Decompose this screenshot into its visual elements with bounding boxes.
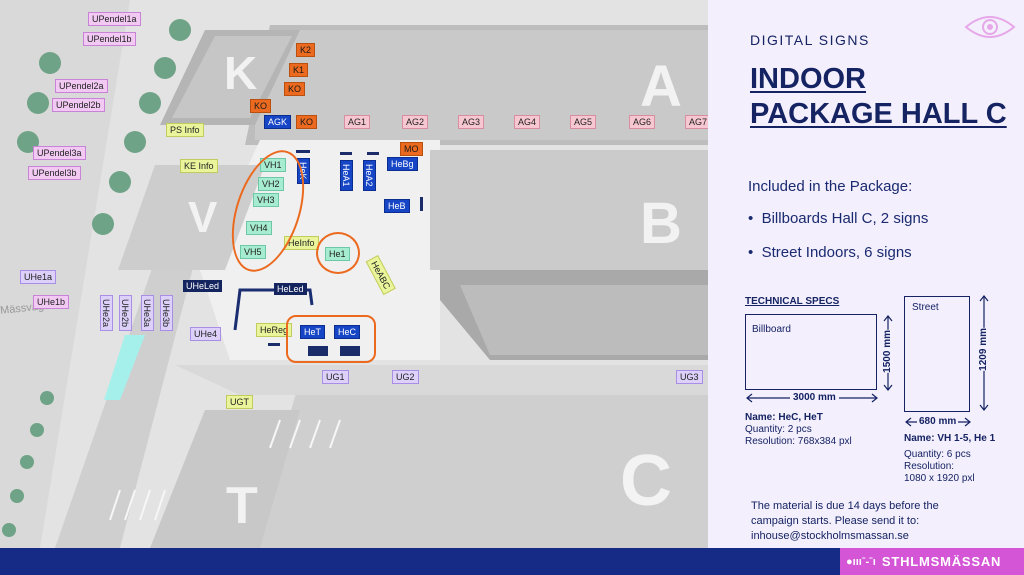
billboard-width: 3000 mm [790,392,839,403]
sign-uhe2a[interactable]: UHe2a [100,295,113,332]
sign-uhe1b[interactable]: UHe1b [33,295,70,309]
bullet-street-text: Street Indoors, 6 signs [761,244,912,261]
highlight-ring-billboards [286,315,376,363]
sign-ps-info[interactable]: PS Info [166,123,204,137]
brand-name: STHLMSMÄSSAN [881,554,1002,569]
included-heading: Included in the Package: [748,178,913,195]
zone-v-letter: V [188,193,218,242]
delivery-note-line1: The material is due 14 days before the [751,500,939,512]
info-panel: DIGITAL SIGNS INDOOR PACKAGE HALL C Incl… [708,0,1024,548]
sign-ag3[interactable]: AG3 [458,115,485,129]
sign-upendel3b[interactable]: UPendel3b [28,166,81,180]
panel-title-line1: INDOOR [750,63,866,95]
sign-ag4[interactable]: AG4 [514,115,541,129]
brand-mark-icon: ●ıııˉ-ˉı [846,555,876,568]
bullet-billboards-text: Billboards Hall C, 2 signs [761,210,929,227]
sign-upendel1a[interactable]: UPendel1a [88,12,141,26]
zone-k-letter: K [224,47,258,99]
sign-upendel2a[interactable]: UPendel2a [55,79,108,93]
brand-logo[interactable]: ●ıııˉ-ˉı STHLMSMÄSSAN [840,548,1024,575]
sign-ke-info[interactable]: KE Info [180,159,218,173]
sign-ug2[interactable]: UG2 [392,370,419,384]
bullet-street: • Street Indoors, 6 signs [748,244,912,261]
sign-hea1[interactable]: HeA1 [340,160,353,191]
sign-vh2[interactable]: VH2 [258,177,284,191]
highlight-ring-he1 [316,232,360,274]
sign-uhe1a[interactable]: UHe1a [20,270,57,284]
billboard-resolution: Resolution: 768x384 pxl [745,436,852,447]
sign-ag7[interactable]: AG7 [685,115,708,129]
street-label: Street [912,302,939,313]
zone-a-letter: A [640,54,682,119]
billboard-diagram [745,314,877,390]
billboard-name: Name: HeC, HeT [745,412,823,423]
sign-hek[interactable]: HeK [297,158,310,184]
sign-ug3[interactable]: UG3 [676,370,703,384]
sign-ugt[interactable]: UGT [226,395,253,409]
panel-title-line2: PACKAGE HALL C [750,98,1007,130]
sign-hebg[interactable]: HeBg [387,157,418,171]
street-height: 1209 mm [978,328,989,371]
street-resolution-value: 1080 x 1920 pxl [904,473,975,484]
venue-map: K V A B C T Mässvägen UPendel1a UPendel1… [0,0,708,548]
street-diagram [904,296,970,412]
billboard-height: 1500 mm [882,330,893,373]
sign-uhe3b[interactable]: UHe3b [160,295,173,332]
sign-uhe4[interactable]: UHe4 [190,327,222,341]
delivery-note: The material is due 14 days before the c… [751,499,991,544]
sign-heled[interactable]: HeLed [274,283,307,295]
footer-bar: ●ıııˉ-ˉı STHLMSMÄSSAN [0,548,1024,575]
delivery-email[interactable]: inhouse@stockholmsmassan.se [751,530,909,542]
sign-ag2[interactable]: AG2 [402,115,429,129]
sign-hereg[interactable]: HeReg [256,323,293,337]
sign-ag5[interactable]: AG5 [570,115,597,129]
sign-het[interactable]: HeT [300,325,326,339]
sign-uhe3a[interactable]: UHe3a [141,295,154,332]
sign-ug1[interactable]: UG1 [322,370,349,384]
sign-upendel2b[interactable]: UPendel2b [52,98,105,112]
sign-k2[interactable]: K2 [296,43,316,57]
panel-title: INDOOR PACKAGE HALL C [750,62,1007,132]
sign-vh5[interactable]: VH5 [240,245,266,259]
sign-uheled[interactable]: UHeLed [183,280,223,292]
zone-b-letter: B [640,191,682,256]
street-name: Name: VH 1-5, He 1 [904,433,996,444]
panel-kicker: DIGITAL SIGNS [750,32,870,48]
zone-t-letter: T [226,477,258,535]
street-width: 680 mm [917,416,959,427]
sign-ko-3[interactable]: KO [296,115,318,129]
sign-upendel3a[interactable]: UPendel3a [33,146,86,160]
sign-heinfo[interactable]: HeInfo [284,236,319,250]
zone-c-letter: C [620,441,672,521]
billboard-quantity: Quantity: 2 pcs [745,424,812,435]
sign-mo[interactable]: MO [400,142,423,156]
sign-vh1[interactable]: VH1 [260,158,286,172]
sign-ag6[interactable]: AG6 [629,115,656,129]
street-quantity: Quantity: 6 pcs [904,449,971,460]
sign-hec[interactable]: HeC [334,325,361,339]
sign-k1[interactable]: K1 [289,63,309,77]
billboard-label: Billboard [752,324,791,335]
eye-icon [964,16,1016,38]
sign-agk[interactable]: AGK [264,115,292,129]
sign-ag1[interactable]: AG1 [344,115,371,129]
sign-heb[interactable]: HeB [384,199,410,213]
sign-uhe2b[interactable]: UHe2b [119,295,132,332]
sign-vh4[interactable]: VH4 [246,221,272,235]
delivery-note-line2: campaign starts. Please send it to: [751,515,920,527]
sign-upendel1b[interactable]: UPendel1b [83,32,136,46]
bullet-billboards: • Billboards Hall C, 2 signs [748,210,929,227]
sign-ko-1[interactable]: KO [284,82,306,96]
tech-specs-title: TECHNICAL SPECS [745,296,840,307]
street-resolution-label: Resolution: [904,461,955,472]
sign-hea2[interactable]: HeA2 [363,160,376,191]
sign-ko-2[interactable]: KO [250,99,272,113]
sign-vh3[interactable]: VH3 [253,193,279,207]
venue-map-drawing [2,19,708,548]
